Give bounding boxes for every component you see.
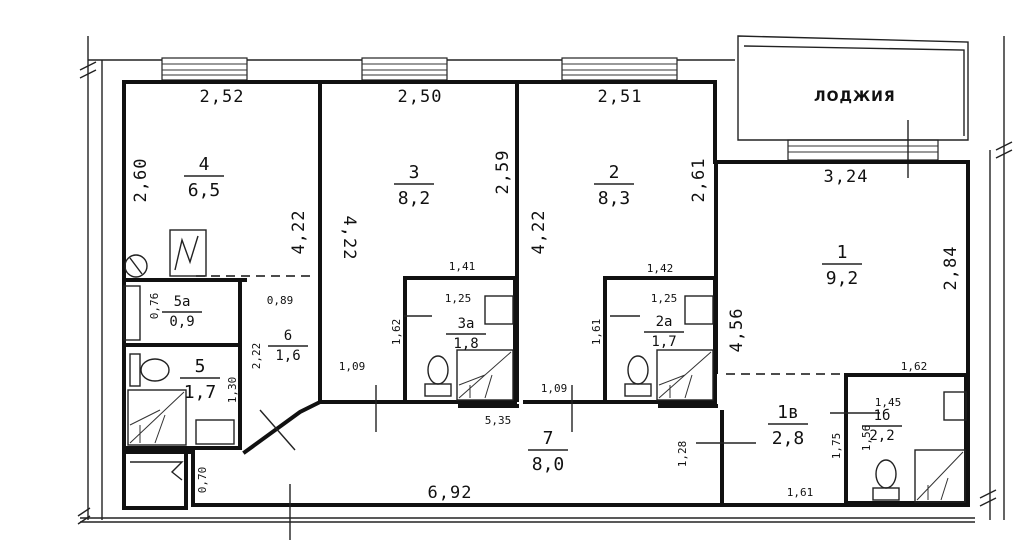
- dimension-label: 2,22: [250, 343, 263, 370]
- dimension-label: 1,25: [651, 292, 678, 305]
- dimension-label: 4,22: [529, 210, 549, 255]
- room-number: 7: [543, 428, 554, 449]
- room-area: 1,7: [651, 334, 676, 350]
- dimension-label: 1,61: [590, 319, 603, 346]
- dimension-label: 2,50: [398, 87, 443, 107]
- dimension-label: 0,76: [148, 293, 161, 320]
- room-number: 2а: [656, 314, 673, 330]
- room-area: 2,2: [869, 428, 894, 444]
- dimension-label: 6,92: [428, 483, 473, 503]
- shower-icon: [656, 349, 714, 401]
- room-area: 8,2: [398, 188, 431, 209]
- room-area: 1,8: [453, 336, 478, 352]
- room-number: 4: [199, 154, 210, 175]
- dimension-label: 4,22: [339, 216, 359, 261]
- room-area: 1,7: [184, 382, 217, 403]
- room-number: 3а: [458, 316, 475, 332]
- toilet-icon: [872, 459, 900, 501]
- room-number: 1: [837, 242, 848, 263]
- dimension-label: 1,62: [901, 360, 928, 373]
- room-area: 2,8: [772, 428, 805, 449]
- shower-icon: [914, 449, 966, 503]
- dimension-label: 1,45: [875, 396, 902, 409]
- loggia-label: ЛОДЖИЯ: [814, 89, 896, 105]
- room-area: 0,9: [169, 314, 194, 330]
- room-number: 6: [284, 328, 292, 344]
- room-number: 3: [409, 162, 420, 183]
- sink-icon: [943, 391, 967, 421]
- sink-icon: [195, 419, 235, 445]
- toilet-icon: [424, 355, 452, 397]
- room-number: 1б: [874, 408, 891, 424]
- room-area: 1,6: [275, 348, 300, 364]
- dimension-label: 4,22: [289, 210, 309, 255]
- dimension-label: 0,70: [196, 467, 209, 494]
- room-number: 2: [609, 162, 620, 183]
- dashed-boundaries: [196, 275, 846, 375]
- room-labels: 4 6,5 3 8,2 2 8,3 1 9,2 5а 0,9 6 1,6 5 1,7 3а 1,8 2а 1,7 7…: [162, 154, 902, 475]
- sink-icon: [684, 295, 714, 325]
- dimension-label: 2,84: [941, 246, 961, 291]
- dimension-label: 1,42: [647, 262, 674, 275]
- room-number: 5: [195, 356, 206, 377]
- loggia: ЛОДЖИЯ: [737, 35, 969, 178]
- dimension-label: 1,41: [449, 260, 476, 273]
- room-area: 9,2: [826, 268, 859, 289]
- dimension-label: 3,24: [824, 167, 869, 187]
- dimension-label: 4,56: [727, 308, 747, 353]
- fixtures: [123, 229, 967, 540]
- dimension-label: 1,62: [390, 319, 403, 346]
- dimension-label: 2,59: [493, 150, 513, 195]
- toilet-icon: [624, 355, 652, 397]
- room-number: 1в: [777, 402, 799, 423]
- dimension-label: 2,52: [200, 87, 245, 107]
- toilet-icon: [129, 353, 170, 387]
- dimension-label: 5,35: [485, 414, 512, 427]
- room-area: 8,3: [598, 188, 631, 209]
- dimension-labels: 2,52 2,60 4,22 2,50 4,22 2,59 2,51 4,22 2,61 3,24…: [131, 87, 961, 503]
- dimension-label: 1,09: [339, 360, 366, 373]
- dimension-label: 0,89: [267, 294, 294, 307]
- room-number: 5а: [174, 294, 191, 310]
- dimension-label: 1,09: [541, 382, 568, 395]
- sink-icon: [484, 295, 514, 325]
- room-area: 8,0: [532, 454, 565, 475]
- room-area: 6,5: [188, 180, 221, 201]
- windows: [161, 57, 939, 161]
- dimension-label: 2,60: [131, 158, 151, 203]
- shower-icon: [456, 349, 514, 401]
- dimension-label: 1,75: [830, 433, 843, 460]
- shower-icon: [127, 389, 187, 446]
- dimension-label: 1,30: [226, 377, 239, 404]
- dimension-label: 2,51: [598, 87, 643, 107]
- dimension-label: 1,28: [676, 441, 689, 468]
- dimension-label: 1,61: [787, 486, 814, 499]
- dimension-label: 1,56: [860, 425, 873, 452]
- dimension-label: 1,25: [445, 292, 472, 305]
- dimension-label: 2,61: [689, 158, 709, 203]
